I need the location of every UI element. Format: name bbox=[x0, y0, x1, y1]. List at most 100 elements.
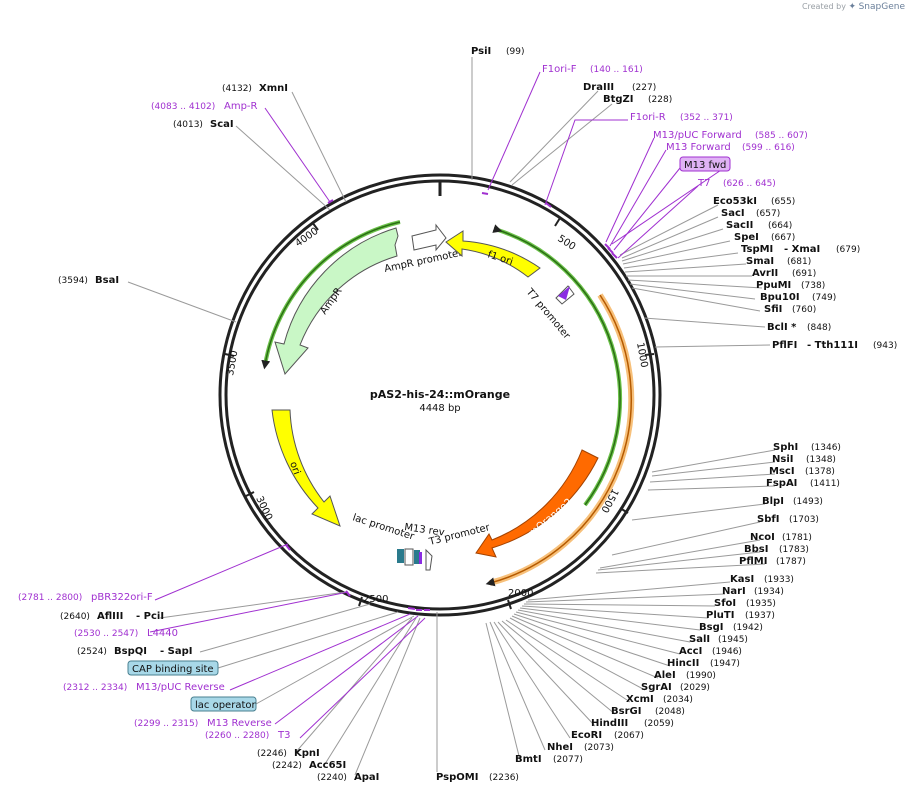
primer-m13-forward-pos: (599 .. 616) bbox=[742, 143, 795, 153]
site-xmni-pos: (4132) bbox=[222, 84, 252, 94]
site-sbfi: SbfI bbox=[757, 514, 779, 525]
site-blpi: BlpI bbox=[762, 496, 784, 507]
site-msci-pos: (1378) bbox=[805, 467, 835, 477]
site-bsgi: BsgI bbox=[699, 622, 723, 633]
site-scai: ScaI bbox=[210, 119, 234, 130]
primer-m13puc-forward-pos: (585 .. 607) bbox=[755, 131, 808, 141]
boxed-m13-fwd: M13 fwd bbox=[684, 160, 726, 171]
site-pluti: PluTI bbox=[706, 610, 734, 621]
feature-ori bbox=[271, 409, 341, 527]
primer-amp-r: Amp-R bbox=[224, 101, 258, 112]
feature-t3-promoter bbox=[425, 548, 433, 571]
site-bcli-pos: (848) bbox=[807, 323, 831, 333]
site-avrii-pos: (691) bbox=[792, 269, 816, 279]
site-kasi-pos: (1933) bbox=[764, 575, 794, 585]
primer-f1ori-r: F1ori-R bbox=[630, 112, 666, 123]
boxed-lac-operator: lac operator bbox=[195, 700, 256, 711]
site-nari: NarI bbox=[722, 586, 746, 597]
green-arc-right-dark bbox=[492, 224, 621, 506]
site-xmni: XmnI bbox=[259, 83, 288, 94]
site-pflmi: PflMI bbox=[739, 556, 767, 567]
primer-pbr322ori-f: pBR322ori-F bbox=[91, 592, 153, 603]
site-nari-pos: (1934) bbox=[754, 587, 784, 597]
primer-m13-reverse-pos: (2299 .. 2315) bbox=[134, 719, 198, 729]
primer-m13puc-reverse: M13/pUC Reverse bbox=[136, 682, 225, 693]
site-sali-pos: (1945) bbox=[718, 635, 748, 645]
primer-l4440-pos: (2530 .. 2547) bbox=[74, 629, 138, 639]
primer-f1ori-r-pos: (352 .. 371) bbox=[680, 113, 733, 123]
tick-1000: 1000 bbox=[634, 342, 649, 369]
site-bspqi: BspQI bbox=[114, 646, 147, 657]
site-bsai: BsaI bbox=[95, 275, 119, 286]
site-bmti: BmtI bbox=[515, 754, 542, 765]
site-acc65i: Acc65I bbox=[309, 760, 346, 771]
site-ppumi: PpuMI bbox=[756, 280, 791, 291]
site-apai-pos: (2240) bbox=[317, 773, 347, 783]
enzyme-labels-left: (4132) XmnI (4013) ScaI (3594) BsaI (264… bbox=[58, 83, 379, 783]
site-psii-pos: (99) bbox=[506, 47, 524, 57]
m13-rev-marker bbox=[419, 552, 422, 564]
lac-operator-box bbox=[190, 696, 257, 712]
site-tth111i: - Tth111I bbox=[807, 340, 858, 351]
primer-labels: F1ori-F (140 .. 161) F1ori-R (352 .. 371… bbox=[18, 64, 808, 741]
cap-binding-site-box bbox=[127, 660, 219, 676]
feature-label-ori: ori bbox=[287, 460, 302, 476]
site-kasi: KasI bbox=[730, 574, 754, 585]
site-eco53ki-pos: (655) bbox=[771, 197, 795, 207]
site-smai: SmaI bbox=[746, 256, 774, 267]
snapgene-credit: Created by ✦ SnapGene bbox=[802, 2, 905, 12]
site-bsai-pos: (3594) bbox=[58, 276, 88, 286]
site-pflmi-pos: (1787) bbox=[776, 557, 806, 567]
site-psii: PsiI bbox=[471, 46, 491, 57]
site-kpni: KpnI bbox=[294, 748, 320, 759]
site-bsrgi: BsrGI bbox=[611, 706, 641, 717]
site-bmti-pos: (2077) bbox=[553, 755, 583, 765]
feature-ampr bbox=[274, 227, 399, 375]
backbone-inner bbox=[224, 179, 656, 611]
feature-m13-rev bbox=[414, 550, 420, 564]
site-nsii-pos: (1348) bbox=[806, 455, 836, 465]
primer-l4440: L4440 bbox=[147, 628, 178, 639]
credit-brand: SnapGene bbox=[858, 2, 905, 12]
site-sfii: SfiI bbox=[764, 304, 782, 315]
primer-markers bbox=[285, 192, 618, 611]
tick-4000: 4000 bbox=[293, 226, 320, 250]
site-sgrai-pos: (2029) bbox=[680, 683, 710, 693]
t7-promoter-marker bbox=[558, 286, 570, 300]
tick-3500: 3500 bbox=[225, 350, 240, 377]
site-fspai-pos: (1411) bbox=[810, 479, 840, 489]
site-hincii-pos: (1947) bbox=[710, 659, 740, 669]
site-pluti-pos: (1937) bbox=[745, 611, 775, 621]
site-saci-pos: (657) bbox=[756, 209, 780, 219]
tick-500: 500 bbox=[555, 233, 577, 253]
site-ncoi-pos: (1781) bbox=[782, 533, 812, 543]
site-nsii: NsiI bbox=[772, 454, 793, 465]
site-hindiii-pos: (2059) bbox=[644, 719, 674, 729]
site-sapi: - SapI bbox=[160, 646, 192, 657]
site-acci: AccI bbox=[679, 646, 702, 657]
site-hincii: HincII bbox=[667, 658, 699, 669]
site-sacii-pos: (664) bbox=[768, 221, 792, 231]
primer-t3-pos: (2260 .. 2280) bbox=[205, 731, 269, 741]
site-apai: ApaI bbox=[354, 772, 379, 783]
primer-t3: T3 bbox=[277, 730, 290, 741]
site-sfii-pos: (760) bbox=[792, 305, 816, 315]
enzyme-labels-right: PsiI (99) DraIII (227) BtgZI (228) Eco53… bbox=[436, 46, 897, 783]
site-draiii-pos: (227) bbox=[632, 83, 656, 93]
site-bsgi-pos: (1942) bbox=[733, 623, 763, 633]
site-xmai: - XmaI bbox=[784, 244, 820, 255]
primer-m13-forward: M13 Forward bbox=[666, 142, 731, 153]
boxed-cap-binding-site: CAP binding site bbox=[132, 664, 214, 675]
site-msci: MscI bbox=[769, 466, 795, 477]
green-arc-left-dark bbox=[261, 221, 401, 370]
site-btgzi-pos: (228) bbox=[648, 95, 672, 105]
site-ppumi-pos: (738) bbox=[801, 281, 825, 291]
site-alei: AleI bbox=[654, 670, 676, 681]
site-xcmi: XcmI bbox=[626, 694, 654, 705]
site-acc65i-pos: (2242) bbox=[272, 761, 302, 771]
site-pspomi-pos: (2236) bbox=[489, 773, 519, 783]
site-bbsi-pos: (1783) bbox=[779, 545, 809, 555]
site-pcii: - PciI bbox=[136, 611, 164, 622]
primer-amp-r-pos: (4083 .. 4102) bbox=[151, 102, 215, 112]
